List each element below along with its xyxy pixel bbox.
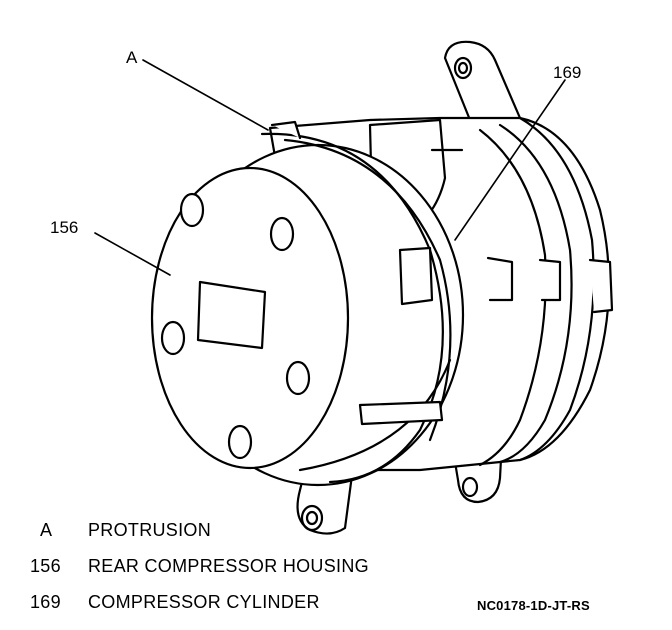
leader-line-a: [142, 59, 269, 131]
legend-desc: PROTRUSION: [88, 520, 212, 540]
legend-desc: REAR COMPRESSOR HOUSING: [88, 556, 369, 576]
callout-a: A: [126, 48, 138, 67]
legend-key: 169: [30, 592, 61, 612]
callout-169: 169: [553, 63, 582, 82]
legend-key: A: [40, 520, 53, 540]
leader-line-156: [94, 232, 171, 276]
legend-key: 156: [30, 556, 61, 576]
legend-row-a: A PROTRUSION: [40, 520, 211, 541]
legend-desc: COMPRESSOR CYLINDER: [88, 592, 320, 612]
top-mounting-ear: [443, 40, 522, 122]
figure-code: NC0178-1D-JT-RS: [477, 598, 590, 613]
leader-lines: [94, 59, 566, 276]
callout-156: 156: [50, 218, 79, 237]
leader-line-169: [454, 79, 566, 241]
legend-row-156: 156 REAR COMPRESSOR HOUSING: [30, 556, 369, 577]
legend-row-169: 169 COMPRESSOR CYLINDER: [30, 592, 320, 613]
front-plate: [150, 166, 350, 470]
